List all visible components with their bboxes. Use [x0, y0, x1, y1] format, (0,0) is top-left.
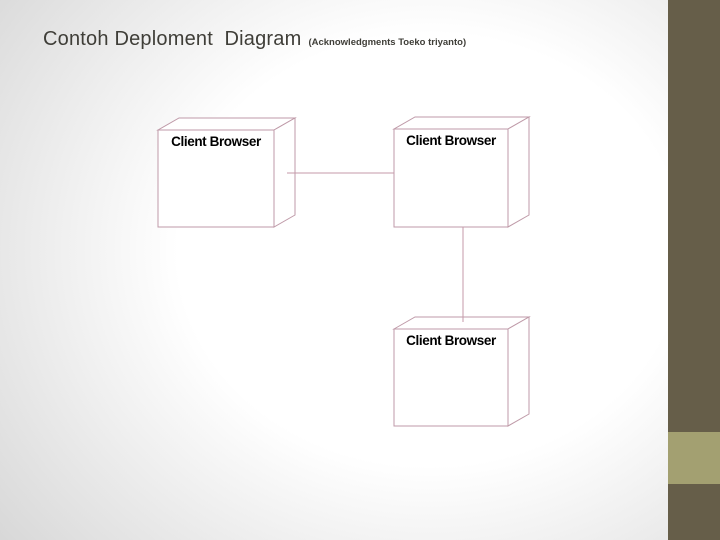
node-label: Client Browser [406, 333, 497, 348]
slide-title: Contoh Deploment Diagram [43, 28, 302, 50]
diagram-node-client-browser-3: Client Browser [392, 316, 531, 427]
node-label: Client Browser [171, 134, 262, 149]
diagram-node-client-browser-2: Client Browser [392, 116, 531, 228]
node-label: Client Browser [406, 133, 497, 148]
diagram-node-client-browser-1: Client Browser [156, 117, 297, 228]
slide-subtitle: (Acknowledgments Toeko triyanto) [308, 37, 467, 48]
sidebar-accent-block [668, 432, 720, 484]
slide-title-row: Contoh Deploment Diagram (Acknowledgments… [43, 28, 466, 51]
